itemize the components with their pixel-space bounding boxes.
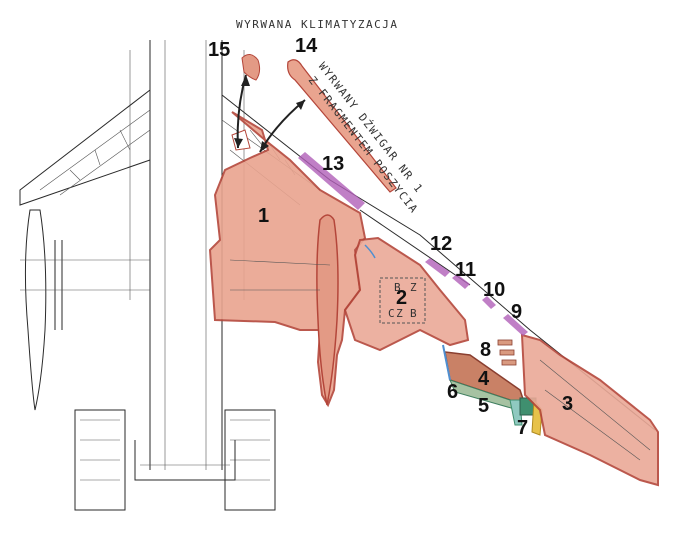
torn-fragments [234, 54, 397, 193]
panel-2-letter-cz: CZ [388, 307, 404, 320]
top-caption: WYRWANA KLIMATYZACJA [236, 18, 398, 31]
label-11: 11 [455, 259, 476, 281]
label-1: 1 [258, 205, 269, 227]
label-9: 9 [511, 301, 522, 323]
label-14: 14 [295, 35, 318, 57]
label-3: 3 [562, 393, 573, 415]
damage-parts-4-5-6 [442, 344, 527, 426]
fragment-14-spar [287, 59, 397, 193]
label-13: 13 [322, 153, 344, 175]
label-5: 5 [478, 395, 489, 417]
panel-2-letter-b-bottom: B [410, 307, 418, 320]
damage-part-8 [497, 339, 517, 366]
label-7: 7 [517, 417, 528, 439]
label-8: 8 [480, 339, 491, 361]
label-2: 2 [396, 287, 407, 309]
damage-area-1 [208, 111, 367, 408]
strip-11 [452, 274, 470, 289]
damage-area-2: B Z CZ B [343, 236, 470, 352]
panel-2-dashed-box [379, 277, 426, 324]
label-4: 4 [478, 368, 490, 390]
part-number-labels: 1 2 3 4 5 6 7 8 9 10 11 12 13 14 15 [208, 35, 573, 439]
strip-9 [503, 314, 528, 336]
leading-edge-strips [298, 152, 528, 336]
strip-10 [482, 296, 496, 309]
label-10: 10 [483, 279, 505, 301]
panel-2-letter-b-top: B [394, 281, 402, 294]
panel-2-letter-z: Z [410, 281, 418, 294]
label-15: 15 [208, 39, 230, 61]
label-12: 12 [430, 233, 452, 255]
fragment-15-air-conditioning [241, 54, 261, 81]
strip-13 [298, 152, 365, 210]
strip-12 [425, 258, 450, 277]
label-6: 6 [447, 381, 458, 403]
damage-area-3 [520, 333, 659, 487]
